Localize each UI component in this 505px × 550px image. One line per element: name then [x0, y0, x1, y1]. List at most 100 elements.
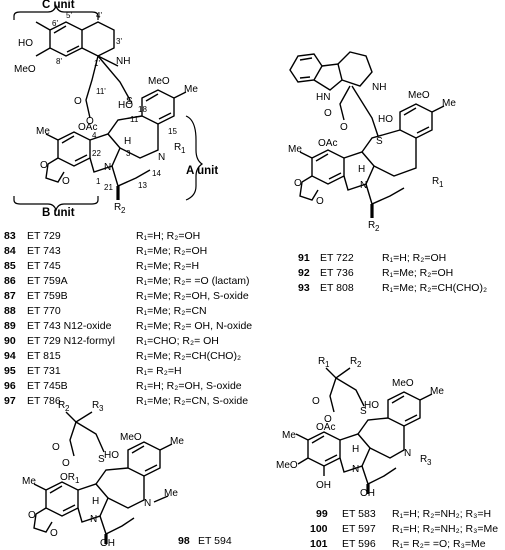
o-carbonyl-label: O	[74, 96, 82, 107]
n-ring-label: N	[104, 162, 111, 173]
locant-14: 14	[152, 169, 161, 178]
svg-text:1: 1	[181, 146, 186, 155]
svg-text:ET 722: ET 722	[320, 252, 354, 264]
svg-text:86: 86	[4, 275, 16, 287]
oh4-label: OH	[360, 488, 375, 499]
table-row: 100 ET 597 R₁=H; R₂=NH₂; R₃=Me	[310, 523, 498, 535]
oac4-label: OAc	[316, 422, 335, 433]
svg-text:R₁=Me; R₂=OH: R₁=Me; R₂=OH	[136, 245, 207, 257]
o-ester-3: O	[62, 458, 70, 469]
r3-4-label: R	[420, 454, 427, 465]
svg-text:ET 597: ET 597	[342, 523, 376, 535]
locant-21: 21	[104, 183, 113, 192]
svg-text:88: 88	[4, 305, 16, 317]
me-right-3-label: Me	[164, 488, 178, 499]
o-bottom-label: O	[62, 176, 70, 187]
svg-text:2: 2	[375, 224, 380, 233]
r3-3-label: R	[92, 400, 99, 411]
locant-22: 22	[92, 149, 101, 158]
s4-label: S	[360, 406, 367, 417]
svg-text:99: 99	[316, 508, 328, 520]
r1-label: R	[174, 142, 181, 153]
h2-label: H	[358, 164, 365, 175]
me4-label: Me	[430, 386, 444, 397]
n4b-label: N	[404, 448, 411, 459]
h4-label: H	[352, 444, 359, 455]
a-ring-4	[387, 391, 421, 427]
o-carbonyl-4: O	[312, 396, 320, 407]
svg-text:100: 100	[310, 523, 328, 535]
a-unit-bracket	[185, 115, 204, 201]
a-unit-label: A unit	[186, 165, 218, 177]
svg-text:85: 85	[4, 260, 16, 272]
o-top-2: O	[294, 178, 302, 189]
ho18-label: HO	[118, 100, 133, 111]
oac2-label: OAc	[318, 138, 337, 149]
locant-4p: 4'	[96, 11, 102, 20]
locant-11: 11	[130, 115, 139, 124]
svg-text:ET 745B: ET 745B	[27, 380, 68, 392]
b-ring-3	[45, 481, 79, 517]
svg-text:R₁=Me; R₂=CH(CHO)₂: R₁=Me; R₂=CH(CHO)₂	[382, 282, 487, 294]
me-left-label: Me	[36, 126, 50, 137]
svg-text:91: 91	[298, 252, 310, 264]
svg-text:ET 583: ET 583	[342, 508, 376, 520]
meo-right-label: MeO	[148, 76, 170, 87]
svg-text:2: 2	[121, 206, 126, 215]
o-ester-4: O	[324, 414, 332, 425]
structure-4: R 1 R 2 O O S MeO Me HO OAc Me MeO OH H …	[276, 356, 444, 499]
svg-text:2: 2	[65, 404, 70, 413]
svg-text:R₁=Me; R₂=H: R₁=Me; R₂=H	[136, 260, 199, 272]
s3-label: S	[98, 454, 105, 465]
r2-4-label: R	[350, 356, 357, 367]
o-bottom-2: O	[316, 196, 324, 207]
ho-top-label: HO	[18, 38, 33, 49]
svg-text:96: 96	[4, 380, 16, 392]
svg-text:R₁=CHO; R₂= OH: R₁=CHO; R₂= OH	[136, 335, 219, 347]
n4-label: N	[352, 464, 359, 475]
meo-left-4-label: MeO	[276, 460, 298, 471]
svg-text:ET 786: ET 786	[27, 395, 61, 407]
locant-18: 18	[138, 105, 147, 114]
locant-5p: 5'	[66, 11, 72, 20]
svg-text:R₁=Me; R₂=CN: R₁=Me; R₂=CN	[136, 305, 207, 317]
svg-text:ET 731: ET 731	[27, 365, 61, 377]
svg-text:R₁=H; R₂=NH₂; R₃=Me: R₁=H; R₂=NH₂; R₃=Me	[392, 523, 498, 535]
svg-text:R₁=Me; R₂=CN, S-oxide: R₁=Me; R₂=CN, S-oxide	[136, 395, 248, 407]
o-carbonyl-3: O	[52, 442, 60, 453]
svg-text:R₁=Me; R₂= OH, N-oxide: R₁=Me; R₂= OH, N-oxide	[136, 320, 252, 332]
compound-98-number: 98	[178, 535, 190, 547]
locant-4: 4	[92, 131, 97, 140]
meo3-label: MeO	[120, 432, 142, 443]
oh3-label: OH	[100, 538, 115, 549]
svg-text:R₁=Me; R₂=OH: R₁=Me; R₂=OH	[382, 267, 453, 279]
o-top-3: O	[28, 510, 36, 521]
svg-text:84: 84	[4, 245, 16, 257]
o-ester-label: O	[86, 116, 94, 127]
oh-bottom-4-label: OH	[316, 480, 331, 491]
svg-text:94: 94	[4, 350, 16, 362]
svg-text:90: 90	[4, 335, 16, 347]
svg-text:ET 759B: ET 759B	[27, 290, 68, 302]
me2-label: Me	[442, 98, 456, 109]
s-label: S	[126, 96, 133, 107]
svg-text:R₁=H; R₂=OH, S-oxide: R₁=H; R₂=OH, S-oxide	[136, 380, 242, 392]
svg-text:R₁=Me; R₂=OH, S-oxide: R₁=Me; R₂=OH, S-oxide	[136, 290, 249, 302]
b-unit-bracket	[13, 196, 99, 212]
ho4-label: HO	[364, 400, 379, 411]
h3-label: H	[92, 496, 99, 507]
n2-label: N	[360, 180, 367, 191]
svg-text:3: 3	[99, 404, 104, 413]
svg-text:R₁= R₂= =O; R₃=Me: R₁= R₂= =O; R₃=Me	[392, 538, 486, 550]
meo-left-label: MeO	[14, 64, 36, 75]
svg-text:93: 93	[298, 282, 310, 294]
